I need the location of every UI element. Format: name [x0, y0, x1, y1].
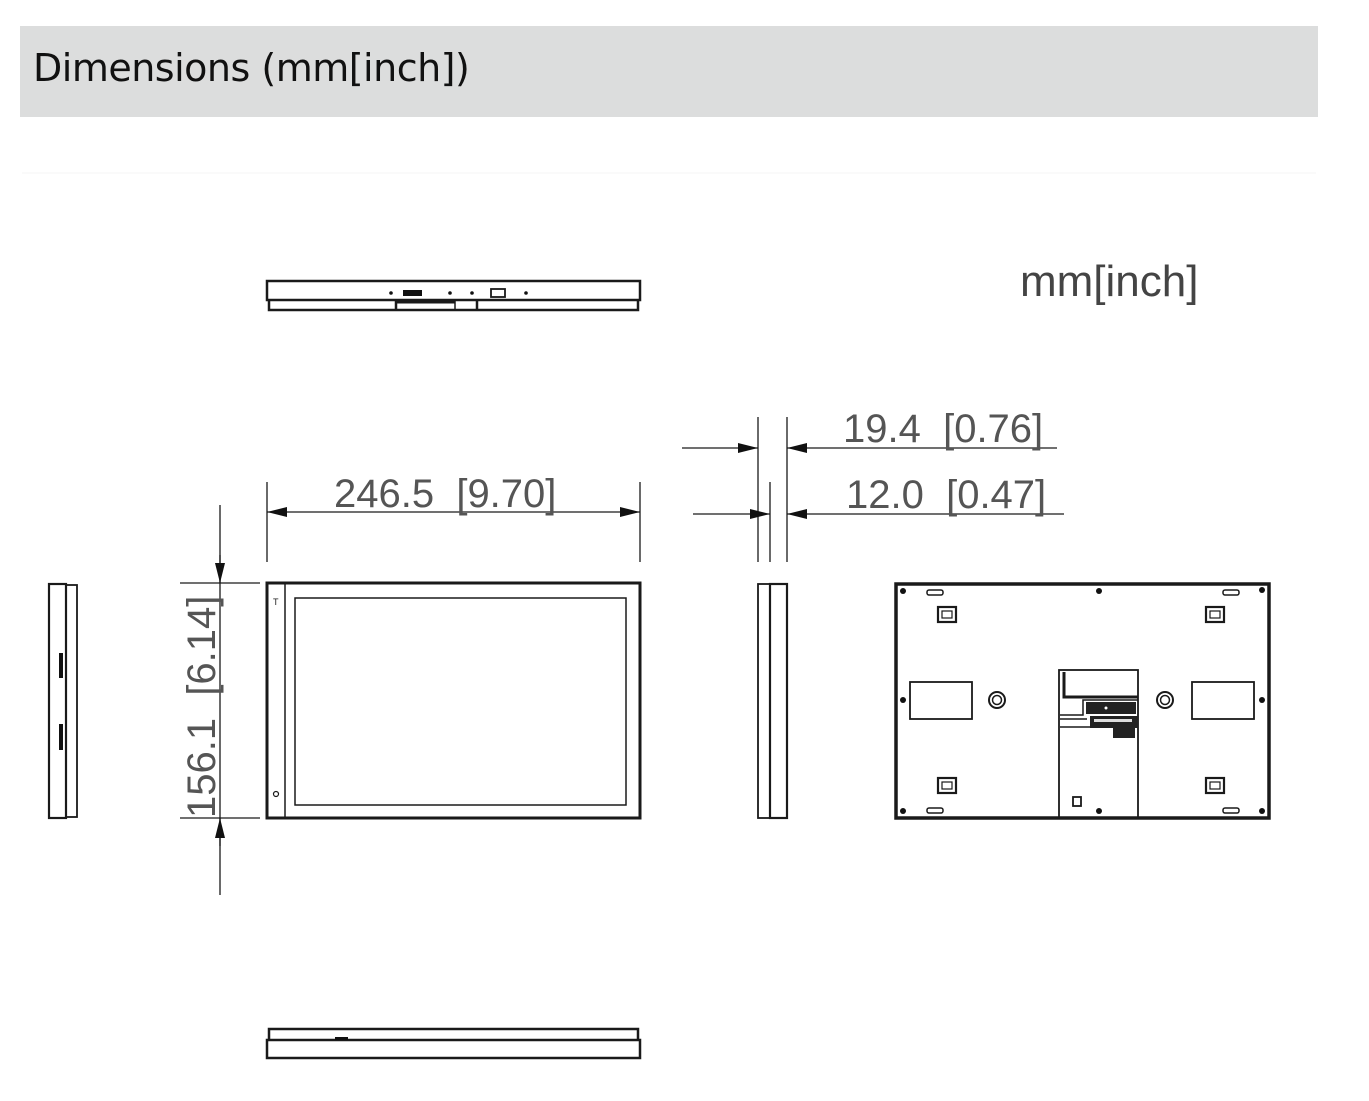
section-header: Dimensions (mm[inch]) — [20, 26, 1318, 117]
width-dimension: 246.5 [9.70] — [266, 472, 641, 562]
depth-total-label: 19.4 [0.76] — [843, 407, 1043, 451]
unit-label: mm[inch] — [1020, 257, 1198, 306]
width-label: 246.5 [9.70] — [334, 472, 556, 516]
vent-icon — [335, 1037, 348, 1040]
slot-icon — [403, 290, 422, 296]
svg-text:T: T — [273, 597, 279, 607]
bottom-view — [265, 1027, 642, 1060]
height-label: 156.1 [6.14] — [180, 596, 224, 818]
top-view — [265, 279, 642, 312]
section-title: Dimensions (mm[inch]) — [33, 46, 470, 90]
depth-body-label: 12.0 [0.47] — [846, 473, 1046, 517]
rear-view — [894, 582, 1271, 820]
height-dimension: 156.1 [6.14] — [180, 505, 260, 895]
display-area — [294, 597, 627, 806]
front-view: T — [265, 581, 642, 820]
left-side-view — [47, 582, 78, 820]
right-side-view — [757, 582, 789, 820]
connector-cover — [1058, 669, 1139, 819]
button-icon — [59, 724, 63, 750]
depth-dimensions: 19.4 [0.76] 12.0 [0.47] — [682, 407, 1064, 562]
divider — [22, 172, 1316, 174]
button-icon — [59, 653, 63, 678]
port-icon — [490, 288, 506, 298]
sensor-icon — [272, 790, 280, 798]
indicator-icon — [389, 291, 393, 295]
